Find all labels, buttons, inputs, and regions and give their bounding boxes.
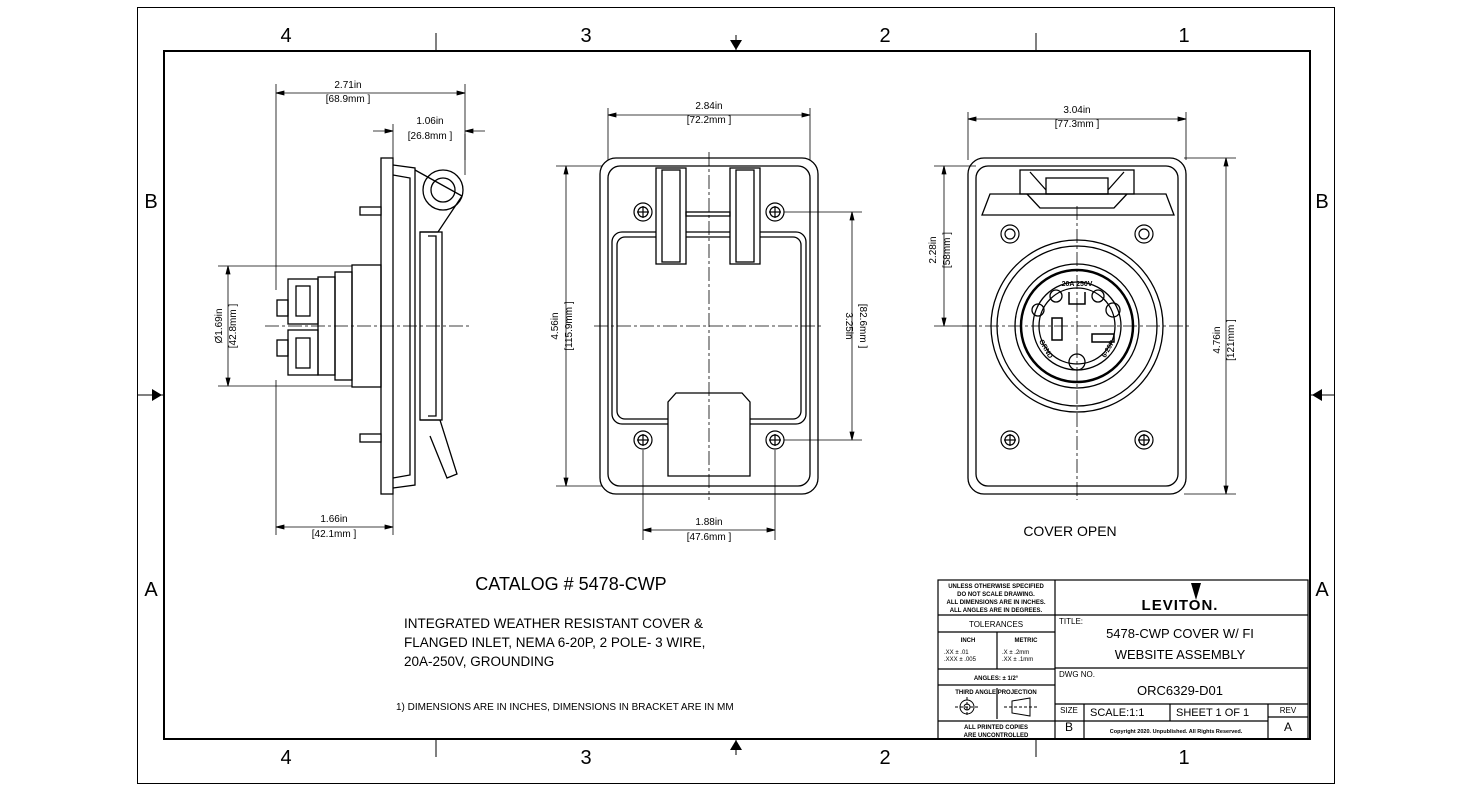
screw-icon <box>1134 224 1154 244</box>
title-line-1: 5478-CWP COVER W/ FI <box>1106 626 1254 641</box>
dim-side-width-in: 2.71in <box>334 80 361 91</box>
dim-front-screw-h-mm: [47.6mm ] <box>687 532 732 543</box>
tolerances-label: TOLERANCES <box>969 620 1023 629</box>
dim-open-width-in: 3.04in <box>1063 105 1090 116</box>
zone-bottom-3: 3 <box>580 747 591 769</box>
dim-front-width-mm: [72.2mm ] <box>687 115 732 126</box>
front-view <box>594 152 824 500</box>
dim-open-center-in: 2.28in <box>928 236 939 263</box>
sheet-frame <box>137 7 1335 784</box>
title-block-text: UNLESS OTHERWISE SPECIFIED DO NOT SCALE … <box>944 583 1297 739</box>
dimensions-note: 1) DIMENSIONS ARE IN INCHES, DIMENSIONS … <box>396 702 734 713</box>
screw-icon <box>765 202 785 222</box>
dim-front-screw-v-mm: [82.6mm ] <box>857 304 868 349</box>
front-view-dimension-text: 2.84in [72.2mm ] 4.56in [115.9mm ] 3.25i… <box>550 101 868 543</box>
size-value: B <box>1065 720 1073 734</box>
zone-labels: 4 3 2 1 4 3 2 1 B A B A <box>144 25 1329 769</box>
cover-open-screws <box>1000 224 1154 450</box>
logo-mark-icon <box>1191 583 1201 600</box>
screw-icon <box>1000 430 1020 450</box>
title-label: TITLE: <box>1059 617 1083 626</box>
inch-tolerance-1: .XX ± .01 <box>944 650 969 656</box>
description: INTEGRATED WEATHER RESISTANT COVER & FLA… <box>404 616 705 669</box>
cover-open-dimensions <box>934 112 1236 495</box>
zone-bottom-1: 1 <box>1178 747 1189 769</box>
dim-side-base-in: 1.66in <box>320 514 347 525</box>
dim-side-width-mm: [68.9mm ] <box>326 94 371 105</box>
dim-open-height-in: 4.76in <box>1212 326 1223 353</box>
description-line-1: INTEGRATED WEATHER RESISTANT COVER & <box>404 616 703 631</box>
front-view-screws <box>633 202 785 450</box>
screw-icon <box>1134 430 1154 450</box>
centering-marks <box>152 35 1322 755</box>
dim-front-height-in: 4.56in <box>550 312 561 339</box>
sheet-value: SHEET 1 OF 1 <box>1176 707 1249 719</box>
dim-side-diameter-in: Ø1.69in <box>214 308 225 343</box>
side-view-dimension-text: 2.71in [68.9mm ] 1.06in [26.8mm ] Ø1.69i… <box>214 80 452 540</box>
dim-open-height-mm: [121mm ] <box>1226 319 1237 361</box>
general-note-2: DO NOT SCALE DRAWING. <box>957 592 1035 598</box>
title-block <box>937 579 1309 740</box>
projection-label: THIRD ANGLE PROJECTION <box>955 690 1036 696</box>
zone-right-a: A <box>1315 579 1329 601</box>
dim-side-depth-mm: [26.8mm ] <box>408 131 453 142</box>
general-note-1: UNLESS OTHERWISE SPECIFIED <box>948 584 1044 590</box>
zone-bottom-2: 2 <box>879 747 890 769</box>
screw-icon <box>1000 224 1020 244</box>
dwg-label: DWG NO. <box>1059 670 1095 679</box>
receptacle-rating: 20A 250V <box>1062 281 1093 288</box>
cover-open-label: COVER OPEN <box>1023 523 1116 539</box>
dim-front-width-in: 2.84in <box>695 101 722 112</box>
zone-top-3: 3 <box>580 25 591 47</box>
cover-open-view <box>962 157 1192 500</box>
zone-top-2: 2 <box>879 25 890 47</box>
screw-icon <box>633 202 653 222</box>
rev-label: REV <box>1280 706 1297 715</box>
angles-tolerance: ANGLES: ± 1/2° <box>974 676 1019 682</box>
inch-tolerance-2: .XXX ± .005 <box>944 657 977 663</box>
size-label: SIZE <box>1060 706 1078 715</box>
dim-side-depth-in: 1.06in <box>416 116 443 127</box>
metric-tolerance-1: .X ± .2mm <box>1002 650 1029 656</box>
description-line-3: 20A-250V, GROUNDING <box>404 654 554 669</box>
front-view-dimensions <box>556 108 862 540</box>
third-angle-projection-icon <box>955 697 1038 717</box>
dim-open-width-mm: [77.3mm ] <box>1055 119 1100 130</box>
metric-tolerance-2: .XX ± .1mm <box>1002 657 1033 663</box>
screw-icon <box>633 430 653 450</box>
description-line-2: FLANGED INLET, NEMA 6-20P, 2 POLE- 3 WIR… <box>404 635 705 650</box>
drawing-number: ORC6329-D01 <box>1137 683 1223 698</box>
general-note-3: ALL DIMENSIONS ARE IN INCHES. <box>946 600 1045 606</box>
dim-front-screw-h-in: 1.88in <box>695 517 722 528</box>
cover-open-dimension-text: 3.04in [77.3mm ] 2.28in [58mm ] 4.76in [… <box>928 105 1237 361</box>
zone-top-4: 4 <box>280 25 291 47</box>
inch-label: INCH <box>961 638 976 644</box>
copyright-notice: Copyright 2020. Unpublished. All Rights … <box>1110 729 1243 735</box>
dim-side-diameter-mm: [42.8mm ] <box>228 304 239 349</box>
zone-bottom-4: 4 <box>280 747 291 769</box>
screw-icon <box>765 430 785 450</box>
zone-left-b: B <box>144 191 157 213</box>
zone-left-a: A <box>144 579 158 601</box>
company-logo: LEVITON. <box>1142 597 1219 614</box>
general-note-4: ALL ANGLES ARE IN DEGREES. <box>950 608 1043 614</box>
dim-front-height-mm: [115.9mm ] <box>564 301 575 350</box>
side-view <box>265 157 470 495</box>
dim-front-screw-v-in: 3.25in <box>843 312 854 339</box>
printed-copies-1: ALL PRINTED COPIES <box>964 725 1028 731</box>
side-view-dimensions <box>218 84 485 535</box>
zone-top-1: 1 <box>1178 25 1189 47</box>
metric-label: METRIC <box>1015 638 1039 644</box>
catalog-number: CATALOG # 5478-CWP <box>475 574 666 594</box>
dim-side-base-mm: [42.1mm ] <box>312 529 357 540</box>
printed-copies-2: ARE UNCONTROLLED <box>964 733 1029 739</box>
zone-right-b: B <box>1315 191 1328 213</box>
dim-open-center-mm: [58mm ] <box>942 232 953 268</box>
rev-value: A <box>1284 720 1292 734</box>
title-line-2: WEBSITE ASSEMBLY <box>1115 647 1246 662</box>
scale-value: SCALE:1:1 <box>1090 707 1144 719</box>
